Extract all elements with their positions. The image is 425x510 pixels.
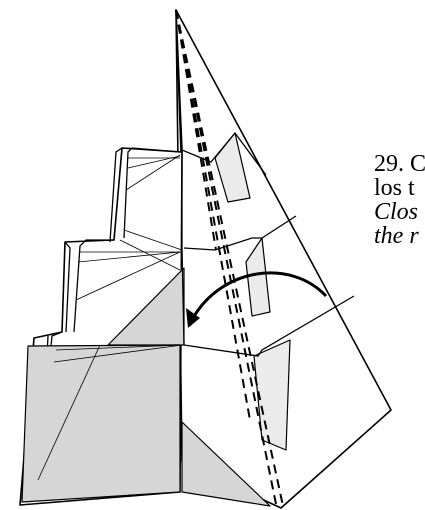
- instruction-line-3: Clos: [374, 200, 425, 224]
- instruction-line-2: los t: [374, 176, 425, 200]
- instruction-line-4: the r: [374, 224, 425, 248]
- step-instruction: 29. C los t Clos the r: [374, 152, 425, 248]
- instruction-line-1: 29. C: [374, 152, 425, 176]
